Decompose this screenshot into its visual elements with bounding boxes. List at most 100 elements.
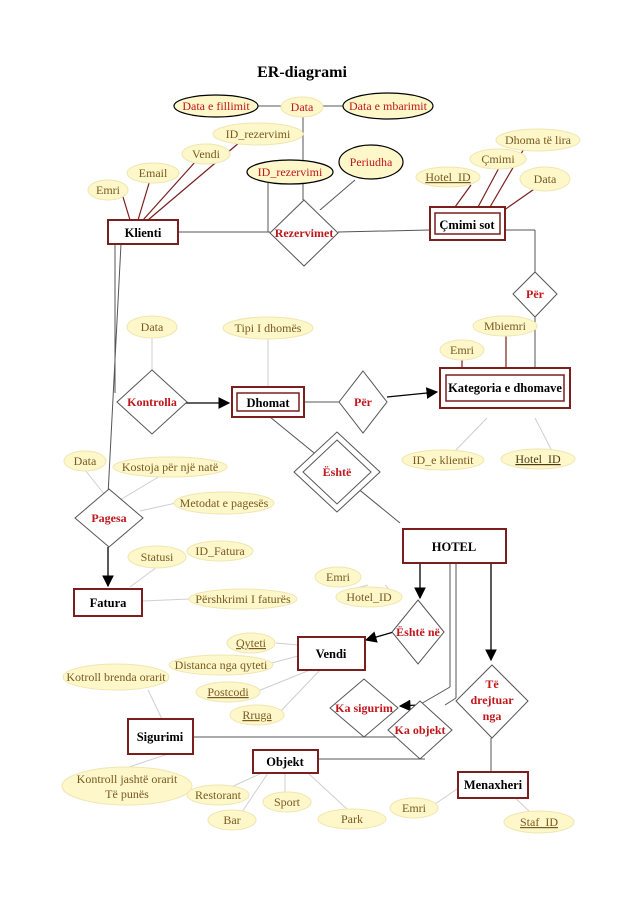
attribute-data-e-fillimit: Data e fillimit	[173, 94, 259, 118]
attribute-label: Data	[291, 100, 314, 114]
attribute-pershkrimi-fatures: Përshkrimi I faturës	[188, 588, 298, 610]
attribute-data-cmimi: Data	[519, 166, 571, 192]
attribute-emri-menaxheri: Emri	[389, 797, 439, 819]
entity-label: Klienti	[125, 226, 162, 240]
attribute-hotel-id: Hotel_ID	[335, 586, 403, 608]
attribute-sport: Sport	[262, 791, 312, 813]
entity-kategoria-e-dhomave[interactable]: Kategoria e dhomave	[439, 367, 571, 409]
entity-klienti[interactable]: Klienti	[107, 219, 179, 245]
attribute-kontroll-jashte-orarit: Kontroll jashtë orarit Të punës	[61, 766, 193, 806]
attribute-mbiemri-kategoria: Mbiemri	[472, 315, 538, 337]
attribute-label: Metodat e pagesës	[180, 496, 269, 510]
attribute-label: Data e mbarimit	[349, 99, 428, 113]
relationship-label: Ka sigurim	[335, 701, 393, 715]
attribute-label: Të punës	[105, 787, 149, 801]
relationship-label: nga	[483, 709, 502, 723]
attribute-label: Data e fillimit	[182, 99, 250, 113]
attribute-id-fatura: ID_Fatura	[186, 540, 254, 562]
relationship-label: drejtuar	[470, 693, 514, 707]
attribute-emri-klient: Emri	[87, 179, 129, 201]
entity-objekt[interactable]: Objekt	[252, 749, 319, 774]
attribute-label: Hotel_ID	[515, 452, 561, 466]
attribute-label: Sport	[274, 795, 301, 809]
relationship-label: Pagesa	[91, 511, 126, 525]
relationship-label: Kontrolla	[127, 395, 177, 409]
entity-hotel[interactable]: HOTEL	[402, 528, 507, 564]
relationship-rezervimet[interactable]: Rezervimet	[269, 199, 339, 267]
attribute-label: ID_Fatura	[195, 544, 245, 558]
attribute-emri-kategoria: Emri	[439, 339, 485, 361]
attribute-label: Kontroll jashtë orarit	[77, 772, 178, 786]
entity-label: Dhomat	[246, 396, 290, 410]
attribute-statusi: Statusi	[127, 545, 187, 569]
entity-fatura[interactable]: Fatura	[73, 588, 143, 617]
relationship-eshte-ne[interactable]: Është në	[391, 599, 445, 665]
attribute-label: Kotroll brenda orarit	[66, 670, 166, 684]
entity-label: Kategoria e dhomave	[448, 381, 562, 395]
attribute-kostoja: Kostoja për një natë	[112, 456, 228, 478]
attribute-hotel-id-kategoria: Hotel_ID	[500, 448, 576, 470]
attribute-rruga: Rruga	[229, 704, 285, 726]
relationship-kontrolla[interactable]: Kontrolla	[116, 369, 188, 435]
attribute-restorant: Restorant	[186, 784, 250, 806]
relationship-per-cmimi[interactable]: Për	[512, 271, 558, 318]
attribute-label: Tipi I dhomës	[235, 321, 302, 335]
attribute-label: Kostoja për një natë	[122, 460, 218, 474]
attribute-label: Data	[534, 172, 557, 186]
entity-label: Fatura	[90, 596, 128, 610]
relationship-eshte[interactable]: Është	[293, 431, 381, 513]
entity-sigurimi[interactable]: Sigurimi	[127, 718, 194, 755]
attribute-staf-id: Staf_ID	[503, 810, 575, 834]
relationship-label: Për	[354, 395, 373, 409]
attribute-park: Park	[317, 808, 387, 830]
attribute-label: Postcodi	[207, 685, 249, 699]
attribute-label: Përshkrimi I faturës	[195, 592, 291, 606]
relationship-per-dhomat[interactable]: Për	[338, 370, 388, 434]
diagram-title: ER-diagrami	[257, 64, 347, 81]
relationship-pagesa[interactable]: Pagesa	[74, 488, 144, 548]
relationship-te-drejtuar-nga[interactable]: Të drejtuar nga	[455, 664, 529, 739]
entity-label: Sigurimi	[137, 730, 184, 744]
entity-cmimi-sot[interactable]: Çmimi sot	[429, 206, 506, 241]
entity-vendi[interactable]: Vendi	[297, 636, 366, 671]
attribute-postcodi: Postcodi	[195, 681, 261, 703]
entity-label: Vendi	[316, 647, 347, 661]
entity-label: Objekt	[266, 755, 304, 769]
attribute-data-e-mbarimit: Data e mbarimit	[342, 92, 434, 120]
attribute-label: Vendi	[192, 147, 221, 161]
attribute-vendi-klient: Vendi	[181, 143, 231, 165]
attribute-bar: Bar	[207, 809, 257, 831]
attribute-label: Rruga	[242, 708, 272, 722]
attribute-hotel-id-cmimi: Hotel_ID	[415, 166, 481, 188]
relationship-label: Të	[485, 677, 499, 691]
attribute-data-rezervimi: Data	[280, 96, 324, 118]
attribute-label: Bar	[223, 813, 240, 827]
attribute-label: Emri	[402, 801, 427, 815]
attribute-id-rezervimi-rel: ID_rezervimi	[246, 159, 334, 185]
entity-menaxheri[interactable]: Menaxheri	[457, 771, 529, 799]
attribute-qyteti: Qyteti	[226, 632, 276, 654]
relationship-ka-objekt[interactable]: Ka objekt	[387, 700, 453, 760]
attribute-label: Qyteti	[236, 636, 267, 650]
entity-label: Menaxheri	[464, 778, 523, 792]
attribute-data-kontrolla: Data	[126, 315, 178, 339]
attribute-label: Email	[139, 166, 168, 180]
attribute-emri-hotel: Emri	[314, 566, 362, 588]
attribute-label: Staf_ID	[520, 815, 558, 829]
attribute-label: Distanca nga qyteti	[175, 658, 268, 672]
relationship-label: Për	[526, 287, 545, 301]
entity-dhomat[interactable]: Dhomat	[231, 386, 305, 418]
attribute-label: Emri	[96, 183, 121, 197]
attribute-label: Park	[341, 812, 363, 826]
attribute-label: Emri	[450, 343, 475, 357]
entity-label: HOTEL	[432, 540, 476, 554]
relationship-ka-sigurim[interactable]: Ka sigurim	[329, 678, 399, 738]
attribute-label: ID_e klientit	[413, 453, 475, 467]
attribute-tipi-dhomes: Tipi I dhomës	[222, 316, 314, 340]
attribute-distanca: Distanca nga qyteti	[168, 654, 274, 676]
attribute-label: Data	[141, 320, 164, 334]
relationship-label: Rezervimet	[275, 226, 334, 240]
relationship-label: Është	[323, 465, 352, 479]
attribute-label: Emri	[326, 570, 351, 584]
